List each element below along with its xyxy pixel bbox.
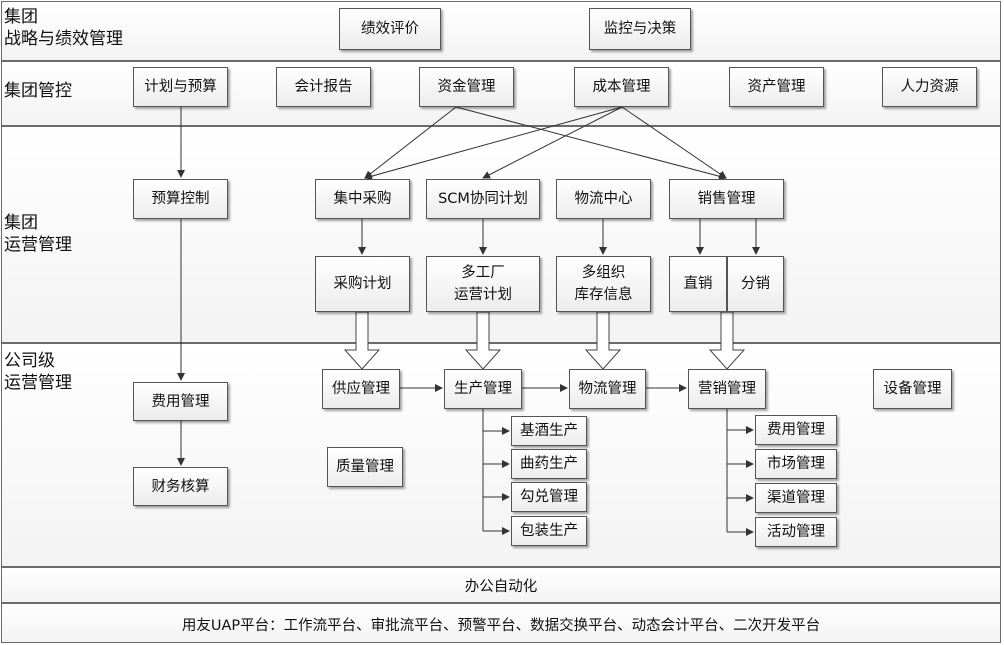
box-central-purchase-label: 集中采购 [333,191,392,207]
box-marketing-sub-4-label: 活动管理 [767,524,825,540]
box-multi-factory-plan[interactable]: 多工厂 运营计划 [426,256,540,312]
box-marketing-sub-3-label: 渠道管理 [767,490,825,506]
box-marketing-sub-1-label: 费用管理 [767,422,825,438]
box-monitor-decision[interactable]: 监控与决策 [589,8,691,50]
block-arrow-inventory-to-logistics [584,311,622,370]
box-production-management[interactable]: 生产管理 [444,369,522,409]
box-financial-accounting[interactable]: 财务核算 [133,467,228,506]
box-production-management-label: 生产管理 [454,381,512,397]
box-budget-control-label: 预算控制 [151,191,210,207]
box-multi-org-inventory[interactable]: 多组织 库存信息 [556,256,651,312]
box-direct-sales[interactable]: 直销 [669,256,727,312]
box-equipment-management[interactable]: 设备管理 [873,369,952,409]
box-plan-budget[interactable]: 计划与预算 [133,67,228,107]
box-direct-sales-label: 直销 [683,276,713,292]
box-scm-plan[interactable]: SCM协同计划 [426,179,540,219]
layer-label-control: 集团管控 [4,81,72,101]
box-performance-evaluation[interactable]: 绩效评价 [339,8,441,50]
layer-label-operation: 集团 运营管理 [4,213,72,255]
layer-label-strategy: 集团 战略与绩效管理 [4,7,123,49]
block-arrow-factory-to-production [464,311,502,370]
box-marketing-sub-4[interactable]: 活动管理 [755,517,837,547]
box-human-resources-label: 人力资源 [900,79,959,95]
box-purchase-plan-label: 采购计划 [333,276,392,292]
box-fund-management[interactable]: 资金管理 [419,67,514,107]
platform-strip: 用友UAP平台：工作流平台、审批流平台、预警平台、数据交换平台、动态会计平台、二… [1,603,1001,643]
block-arrow-purchase-to-supply [343,311,381,370]
box-marketing-sub-3[interactable]: 渠道管理 [755,483,837,513]
box-expense-management[interactable]: 费用管理 [133,382,228,421]
office-automation-strip: 办公自动化 [1,567,1001,603]
box-financial-accounting-label: 财务核算 [151,478,210,495]
box-human-resources[interactable]: 人力资源 [882,67,977,107]
box-marketing-sub-1[interactable]: 费用管理 [755,415,837,445]
box-cost-management-label: 成本管理 [592,79,651,95]
box-quality-management-label: 质量管理 [336,459,394,475]
arrow-cost-to-sales [621,106,727,179]
box-central-purchase[interactable]: 集中采购 [315,179,410,219]
box-marketing-management-label: 营销管理 [698,381,756,397]
box-budget-control[interactable]: 预算控制 [133,179,228,219]
box-production-sub-3-label: 勾兑管理 [520,489,578,505]
office-automation-label: 办公自动化 [464,579,538,595]
arrow-cost-to-central-purchase [364,106,623,180]
box-logistics-management-label: 物流管理 [578,381,637,397]
box-performance-evaluation-label: 绩效评价 [361,21,419,37]
block-arrow-sales-to-marketing [708,311,746,370]
layer-band-operation [1,126,1001,343]
box-marketing-sub-2-label: 市场管理 [767,456,825,472]
box-scm-plan-label: SCM协同计划 [438,191,528,207]
box-production-sub-2[interactable]: 曲药生产 [511,449,587,479]
box-production-sub-1[interactable]: 基酒生产 [511,416,587,446]
box-asset-management[interactable]: 资产管理 [729,67,824,107]
box-logistics-center-label: 物流中心 [574,191,633,207]
box-monitor-decision-label: 监控与决策 [603,21,677,37]
box-production-sub-4-label: 包装生产 [520,523,578,539]
box-logistics-center[interactable]: 物流中心 [556,179,651,219]
box-production-sub-4[interactable]: 包装生产 [511,516,587,546]
box-multi-org-inventory-label: 多组织 库存信息 [574,265,633,303]
box-sales-management[interactable]: 销售管理 [669,179,784,219]
arrow-cost-to-scm [482,106,623,179]
box-expense-management-label: 费用管理 [151,393,210,410]
box-sales-management-label: 销售管理 [697,191,756,207]
box-distribution-label: 分销 [741,276,770,292]
box-production-sub-2-label: 曲药生产 [520,456,578,472]
platform-label: 用友UAP平台：工作流平台、审批流平台、预警平台、数据交换平台、动态会计平台、二… [181,618,821,634]
arrow-fund-to-central-purchase [364,106,457,179]
box-marketing-sub-2[interactable]: 市场管理 [755,449,837,479]
box-production-sub-3[interactable]: 勾兑管理 [511,482,587,512]
box-production-sub-1-label: 基酒生产 [520,423,578,439]
box-logistics-management[interactable]: 物流管理 [569,369,646,409]
box-distribution[interactable]: 分销 [727,256,784,312]
box-fund-management-label: 资金管理 [437,79,496,95]
layer-label-company: 公司级 运营管理 [4,351,72,393]
box-cost-management[interactable]: 成本管理 [574,67,669,107]
box-supply-management[interactable]: 供应管理 [322,369,400,409]
box-multi-factory-plan-label: 多工厂 运营计划 [454,265,512,303]
box-purchase-plan[interactable]: 采购计划 [315,256,410,312]
box-marketing-management[interactable]: 营销管理 [688,369,766,409]
box-plan-budget-label: 计划与预算 [144,79,217,95]
box-quality-management[interactable]: 质量管理 [327,447,403,487]
box-equipment-management-label: 设备管理 [883,381,942,397]
layer-band-strategy [1,1,1001,61]
box-asset-management-label: 资产管理 [747,79,806,95]
box-accounting-report-label: 会计报告 [294,79,353,95]
box-accounting-report[interactable]: 会计报告 [276,67,371,107]
box-supply-management-label: 供应管理 [332,381,390,397]
arrow-fund-to-sales [455,106,727,181]
